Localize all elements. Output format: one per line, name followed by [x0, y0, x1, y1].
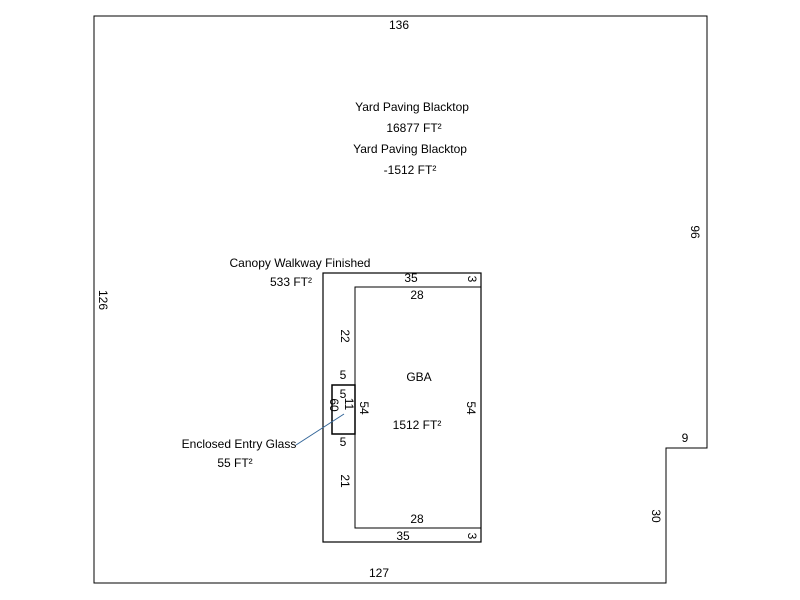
- gba-outline: [354, 286, 482, 529]
- dim-canopy-top: 35: [404, 271, 418, 285]
- yard-label-2: Yard Paving Blacktop: [353, 142, 467, 156]
- dim-gba-left: 54: [357, 401, 371, 415]
- dim-gba-bottom: 28: [410, 512, 424, 526]
- dim-canopy-top-right: 3: [465, 276, 479, 283]
- dim-yard-left: 126: [96, 290, 110, 310]
- yard-label-1: Yard Paving Blacktop: [355, 100, 469, 114]
- yard-area-2: -1512 FT²: [384, 163, 437, 177]
- dim-yard-bottom: 127: [369, 566, 389, 580]
- entry-outline: [331, 384, 356, 435]
- dim-yard-right: 96: [688, 225, 702, 239]
- dim-entry-side: 11: [342, 398, 356, 411]
- dim-canopy-left: 60: [327, 398, 341, 412]
- yard-outline: [93, 15, 708, 584]
- dim-canopy-upper: 22: [338, 329, 352, 343]
- dim-entry-top: 5: [340, 387, 347, 401]
- gba-area: 1512 FT²: [393, 418, 442, 432]
- entry-label: Enclosed Entry Glass: [182, 437, 297, 451]
- dim-gba-top: 28: [410, 288, 424, 302]
- dim-canopy-bottom: 35: [396, 529, 410, 543]
- entry-area: 55 FT²: [217, 456, 252, 470]
- gba-label: GBA: [406, 370, 431, 384]
- dim-canopy-5a: 5: [340, 368, 347, 382]
- dim-canopy-bottom-right: 3: [465, 533, 479, 540]
- dim-canopy-5b: 5: [340, 435, 347, 449]
- canopy-area: 533 FT²: [270, 275, 312, 289]
- dim-yard-notch-h: 9: [682, 431, 689, 445]
- canopy-label: Canopy Walkway Finished: [230, 256, 371, 270]
- dim-gba-right: 54: [464, 401, 478, 415]
- yard-area-1: 16877 FT²: [386, 121, 441, 135]
- entry-leader-line: [295, 413, 345, 446]
- dim-canopy-lower: 21: [338, 474, 352, 488]
- dim-yard-top: 136: [389, 18, 409, 32]
- dim-yard-notch-v: 30: [649, 509, 663, 523]
